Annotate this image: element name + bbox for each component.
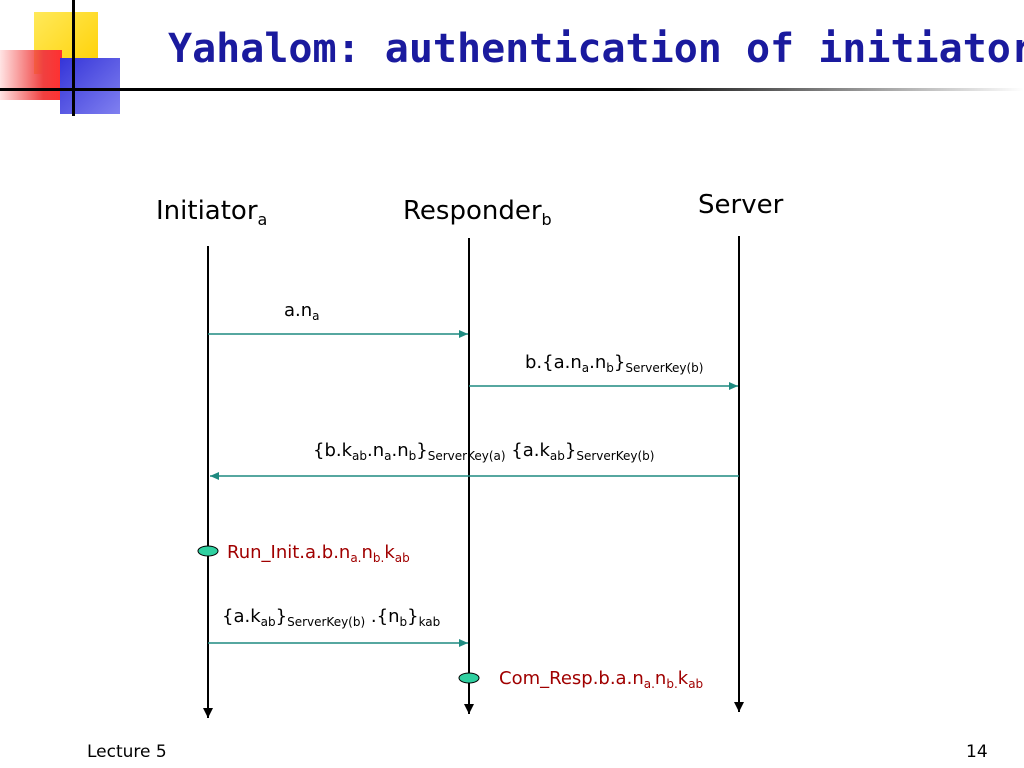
- m3-text-1: {b.k: [313, 440, 353, 461]
- m1-sub: a: [312, 309, 320, 323]
- slide-title: Yahalom: authentication of initiator: [168, 26, 1024, 72]
- com-resp-sub-1: a.: [643, 677, 655, 691]
- com-resp-sub-2: b.: [666, 677, 678, 691]
- message-3-label: {b.kab.na.nb}ServerKey(a) {a.kab}ServerK…: [313, 440, 655, 463]
- m2-text-3: }: [613, 352, 626, 373]
- com-resp-text-2: n: [654, 668, 667, 689]
- actor-responder-name: Responder: [403, 196, 542, 226]
- m3-sub-5: ab: [549, 449, 565, 463]
- run-init-text-2: n: [361, 542, 373, 563]
- m3-text-5: {a.k: [505, 440, 550, 461]
- m4-sub-4: kab: [418, 615, 441, 629]
- decor-blue-square: [60, 58, 120, 114]
- com-resp-sub-3: ab: [688, 677, 704, 691]
- m4-text-2: }: [275, 606, 288, 627]
- m3-text-2: .n: [367, 440, 385, 461]
- actor-responder: Responderb: [403, 196, 552, 229]
- message-1-label: a.na: [284, 300, 320, 323]
- m4-text-3: .{n: [365, 606, 400, 627]
- message-4-label: {a.kab}ServerKey(b) .{nb}kab: [222, 606, 441, 629]
- actor-initiator-name: Initiator: [156, 196, 258, 226]
- m3-sub-6: ServerKey(b): [576, 449, 655, 463]
- actor-server: Server: [698, 190, 783, 220]
- run-init-text-3: k: [384, 542, 395, 563]
- footer-page-number: 14: [966, 742, 988, 762]
- actor-initiator: Initiatora: [156, 196, 268, 229]
- decor-vertical-line: [72, 0, 75, 116]
- event-marker-com-resp: [458, 672, 480, 684]
- m3-text-4: }: [416, 440, 428, 461]
- m3-sub-1: ab: [352, 449, 368, 463]
- m3-sub-3: b: [408, 449, 417, 463]
- m2-text-1: b.{a.n: [525, 352, 582, 373]
- m3-text-3: .n: [391, 440, 409, 461]
- event-com-resp-label: Com_Resp.b.a.na.nb.kab: [499, 668, 704, 691]
- m3-text-6: }: [564, 440, 577, 461]
- run-init-text-1: Run_Init.a.b.n: [227, 542, 351, 563]
- m2-sub-2: b: [606, 361, 614, 375]
- m4-sub-3: b: [399, 615, 408, 629]
- run-init-sub-2: b.: [372, 551, 385, 565]
- title-underline: [36, 88, 1024, 91]
- m2-sub-3: ServerKey(b): [625, 361, 704, 375]
- m4-text-1: {a.k: [222, 606, 261, 627]
- run-init-sub-1: a.: [350, 551, 362, 565]
- com-resp-text-1: Com_Resp.b.a.n: [499, 668, 644, 689]
- m1-text: a.n: [284, 300, 313, 321]
- event-run-init-label: Run_Init.a.b.na.nb.kab: [227, 542, 410, 565]
- actor-initiator-sub: a: [257, 210, 268, 229]
- event-marker-run-init: [197, 545, 219, 557]
- actor-responder-sub: b: [541, 210, 552, 229]
- decor-red-square: [0, 50, 62, 100]
- com-resp-text-3: k: [677, 668, 689, 689]
- m2-text-2: .n: [589, 352, 607, 373]
- footer-lecture: Lecture 5: [87, 742, 167, 762]
- message-2-label: b.{a.na.nb}ServerKey(b): [525, 352, 704, 375]
- m4-sub-2: ServerKey(b): [287, 615, 366, 629]
- m2-sub-1: a: [581, 361, 590, 375]
- m4-text-4: }: [407, 606, 419, 627]
- m3-sub-4: ServerKey(a): [427, 449, 506, 463]
- m4-sub-1: ab: [260, 615, 276, 629]
- actor-server-name: Server: [698, 190, 784, 220]
- m3-sub-2: a: [384, 449, 392, 463]
- run-init-sub-3: ab: [394, 551, 410, 565]
